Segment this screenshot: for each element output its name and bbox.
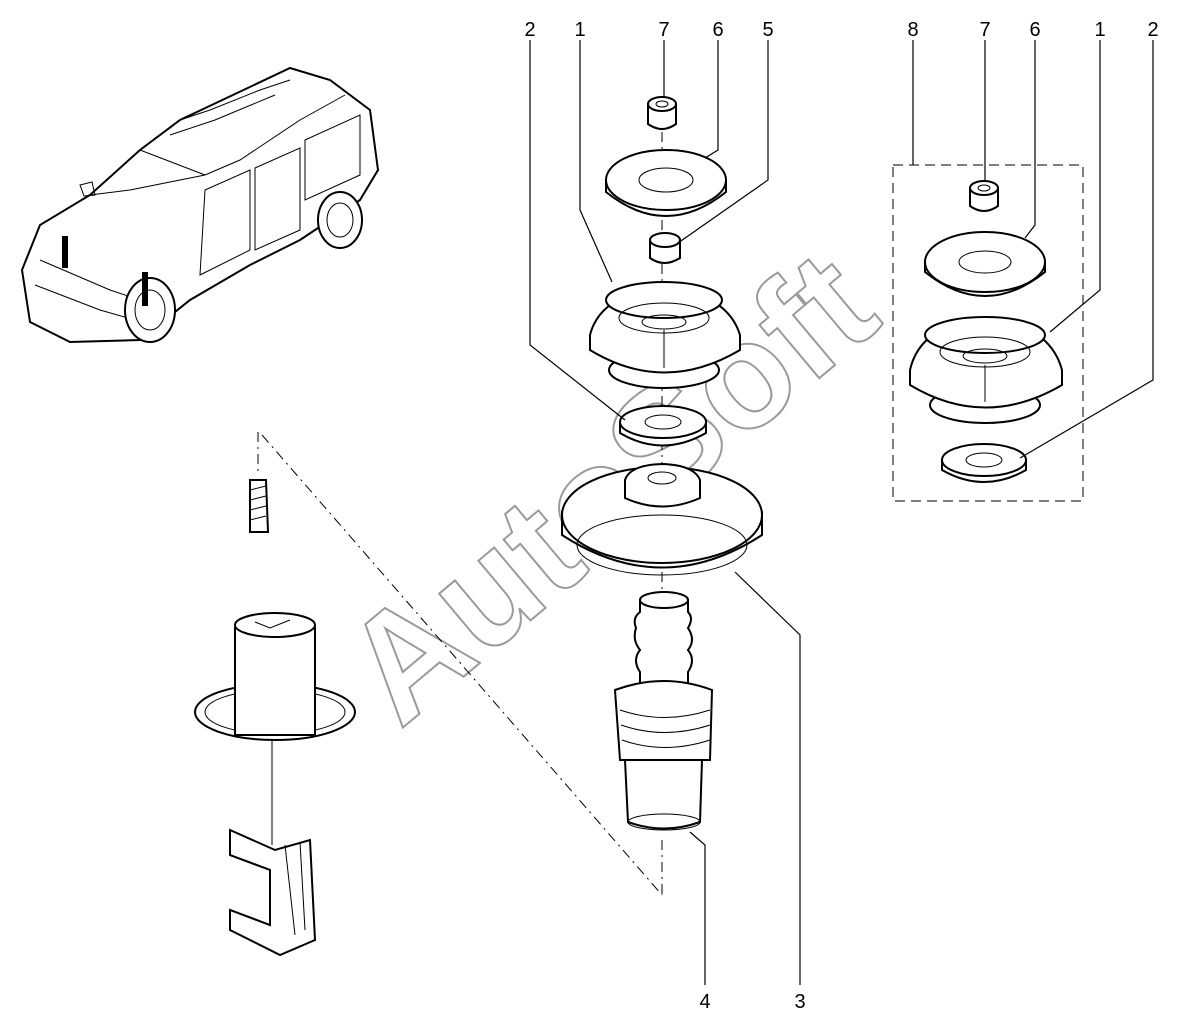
repair-kit-box-8 <box>892 164 1084 502</box>
callout-kit-7: 7 <box>979 19 990 41</box>
spacer-5-left <box>649 232 681 264</box>
callout-labels: 2 1 7 6 5 8 7 6 1 2 4 3 <box>524 19 1158 1013</box>
callout-kit-6: 6 <box>1029 19 1040 41</box>
left-exploded-stack <box>561 96 763 831</box>
nut-7-left <box>647 96 677 130</box>
top-mount-1-kit <box>909 315 1063 424</box>
callout-left-2: 2 <box>524 19 535 41</box>
nut-7-kit <box>969 180 999 212</box>
callout-kit-2: 2 <box>1147 19 1158 41</box>
spring-seat-3 <box>561 462 763 576</box>
vehicle-illustration <box>20 66 380 344</box>
callout-leaders <box>529 40 1154 985</box>
callout-bottom-3: 3 <box>794 991 805 1013</box>
callout-bottom-4: 4 <box>699 991 710 1013</box>
top-mount-1-left <box>589 281 741 389</box>
callout-left-7: 7 <box>658 19 669 41</box>
callout-left-5: 5 <box>762 19 773 41</box>
callout-left-1: 1 <box>574 19 585 41</box>
callout-kit-1: 1 <box>1094 19 1105 41</box>
strut-illustration <box>194 479 356 957</box>
cup-washer-6-kit <box>924 231 1046 297</box>
bearing-2-left <box>619 405 707 447</box>
callout-left-6: 6 <box>712 19 723 41</box>
bearing-2-kit <box>941 443 1027 483</box>
bump-stop-4 <box>613 591 714 831</box>
callout-kit-8: 8 <box>907 19 918 41</box>
cup-washer-6-left <box>605 149 727 217</box>
